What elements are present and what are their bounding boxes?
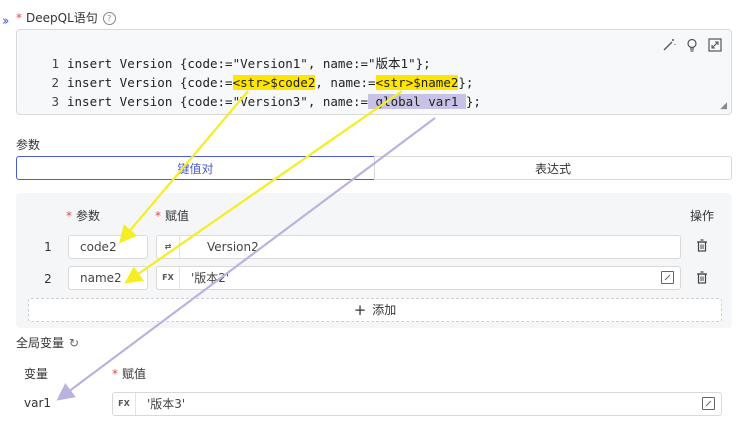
param-value-input[interactable]: FX '版本2': [156, 266, 681, 290]
code-editor[interactable]: 1 insert Version {code:="Version1", name:…: [16, 29, 732, 115]
line-number: 2: [51, 75, 59, 90]
query-field-label: * DeepQL语句?: [16, 9, 116, 26]
globals-header-value: * 赋值: [112, 365, 146, 382]
code-token: insert Version {code:=: [67, 75, 233, 90]
code-token: , name:=: [315, 75, 376, 90]
expand-editor-icon[interactable]: [702, 397, 715, 410]
sidebar-expand-icon[interactable]: ››: [2, 14, 10, 29]
trash-icon: [697, 239, 707, 252]
globals-section-label: 全局变量 ↻: [16, 334, 79, 351]
params-header-value: * 赋值: [155, 207, 189, 224]
refresh-icon[interactable]: ↻: [69, 336, 80, 350]
tab-key-value[interactable]: 键值对: [16, 156, 375, 180]
add-label: 添加: [372, 303, 397, 317]
param-value-text: '版本2': [191, 271, 230, 285]
params-header-value-text: 赋值: [165, 209, 190, 223]
fx-icon[interactable]: FX: [157, 267, 180, 289]
delete-row-button[interactable]: [696, 271, 708, 287]
required-mark: *: [155, 209, 161, 223]
code-line: 2 insert Version {code:=<str>$code2, name…: [35, 73, 473, 92]
row-number: 1: [44, 240, 52, 254]
lightbulb-icon[interactable]: [684, 38, 700, 54]
global-value-text: '版本3': [147, 397, 186, 411]
required-mark: *: [112, 367, 118, 381]
globals-header-value-text: 赋值: [122, 367, 147, 381]
globals-label-text: 全局变量: [16, 336, 65, 350]
globals-header-name: 变量: [24, 367, 49, 381]
fullscreen-icon[interactable]: [707, 38, 723, 54]
tab-expression[interactable]: 表达式: [374, 156, 732, 180]
required-mark: *: [66, 209, 72, 223]
delete-row-button[interactable]: [696, 239, 708, 255]
swap-icon[interactable]: ⇄: [157, 236, 180, 258]
highlighted-token: <str>$name2: [375, 75, 459, 90]
code-token: insert Version {code:="Version1", name:=…: [67, 56, 431, 71]
params-header-actions: 操作: [690, 209, 715, 223]
param-value-text: Version2: [207, 240, 259, 254]
param-name-input[interactable]: name2: [68, 266, 148, 290]
line-number: 3: [51, 94, 59, 109]
question-circle-icon[interactable]: ?: [102, 12, 116, 25]
required-mark: *: [16, 11, 22, 25]
highlighted-token: global var1: [368, 94, 466, 109]
highlighted-token: <str>$code2: [232, 75, 316, 90]
code-line: 1 insert Version {code:="Version1", name:…: [35, 54, 431, 73]
fx-icon[interactable]: FX: [113, 393, 136, 415]
params-mode-tabs: 键值对 表达式: [16, 156, 732, 180]
magic-wand-icon[interactable]: [661, 38, 677, 54]
params-section-label: 参数: [16, 138, 41, 152]
global-value-input[interactable]: FX '版本3': [112, 392, 722, 416]
query-label-text: DeepQL语句: [26, 11, 98, 25]
row-number: 2: [44, 272, 52, 286]
code-token: insert Version {code:="Version3", name:=: [67, 94, 369, 109]
global-var-name: var1: [24, 396, 52, 410]
add-param-button[interactable]: + 添加: [28, 298, 722, 322]
params-header-name: * 参数: [66, 207, 100, 224]
expand-editor-icon[interactable]: [661, 271, 674, 284]
line-number: 1: [51, 56, 59, 71]
trash-icon: [697, 271, 707, 284]
code-token: };: [465, 94, 481, 109]
resize-handle-icon[interactable]: ◢: [720, 101, 727, 111]
code-token: };: [458, 75, 474, 90]
param-name-input[interactable]: code2: [68, 235, 148, 259]
plus-icon: +: [353, 301, 367, 319]
params-header-name-text: 参数: [76, 209, 101, 223]
param-value-input[interactable]: ⇄ Version2: [156, 235, 681, 259]
code-line: 3 insert Version {code:="Version3", name:…: [35, 92, 481, 111]
